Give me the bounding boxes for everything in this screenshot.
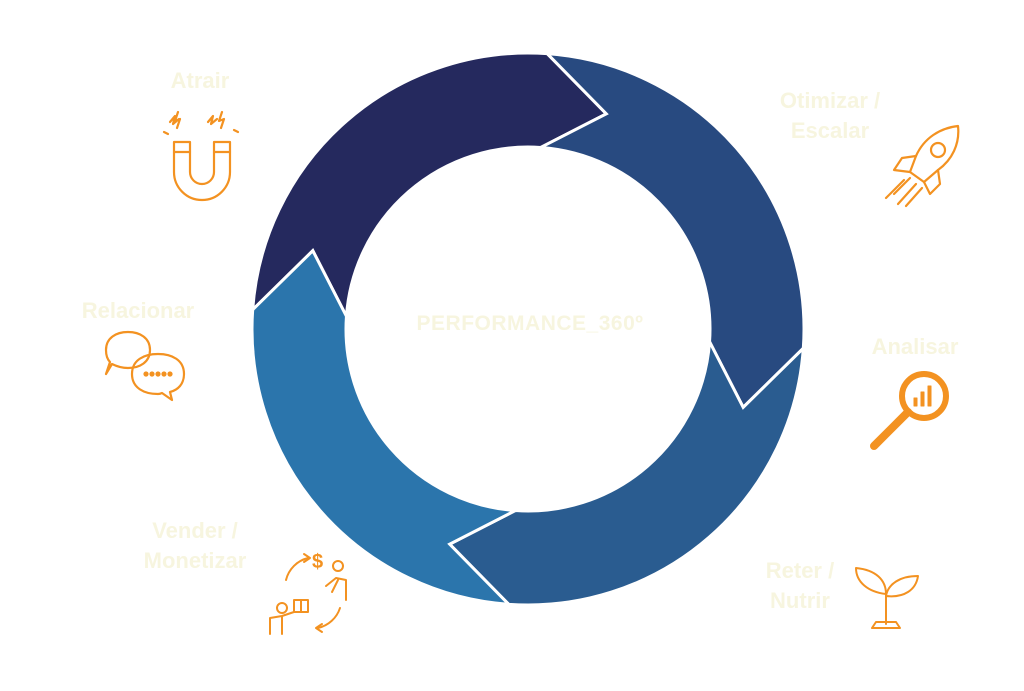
center-title: PERFORMANCE_360º	[416, 312, 644, 335]
stage-label-vender: Vender / Monetizar	[143, 518, 247, 573]
rocket-icon	[880, 122, 966, 222]
plant-icon	[850, 564, 922, 630]
sales-exchange-icon: $	[268, 550, 358, 636]
stage-label-atrair: Atrair	[170, 68, 230, 93]
stage-label-relacionar: Relacionar	[81, 298, 195, 323]
stage-label-reter: Reter / Nutrir	[765, 558, 835, 613]
stage-label-analisar: Analisar	[871, 334, 959, 359]
magnifier-chart-icon	[866, 368, 956, 454]
segment-left-lower	[250, 248, 521, 607]
chat-bubbles-icon	[102, 328, 188, 402]
svg-text:$: $	[312, 551, 323, 573]
stage-label-otimizar: Otimizar / Escalar	[779, 88, 881, 143]
magnet-icon	[160, 108, 244, 208]
